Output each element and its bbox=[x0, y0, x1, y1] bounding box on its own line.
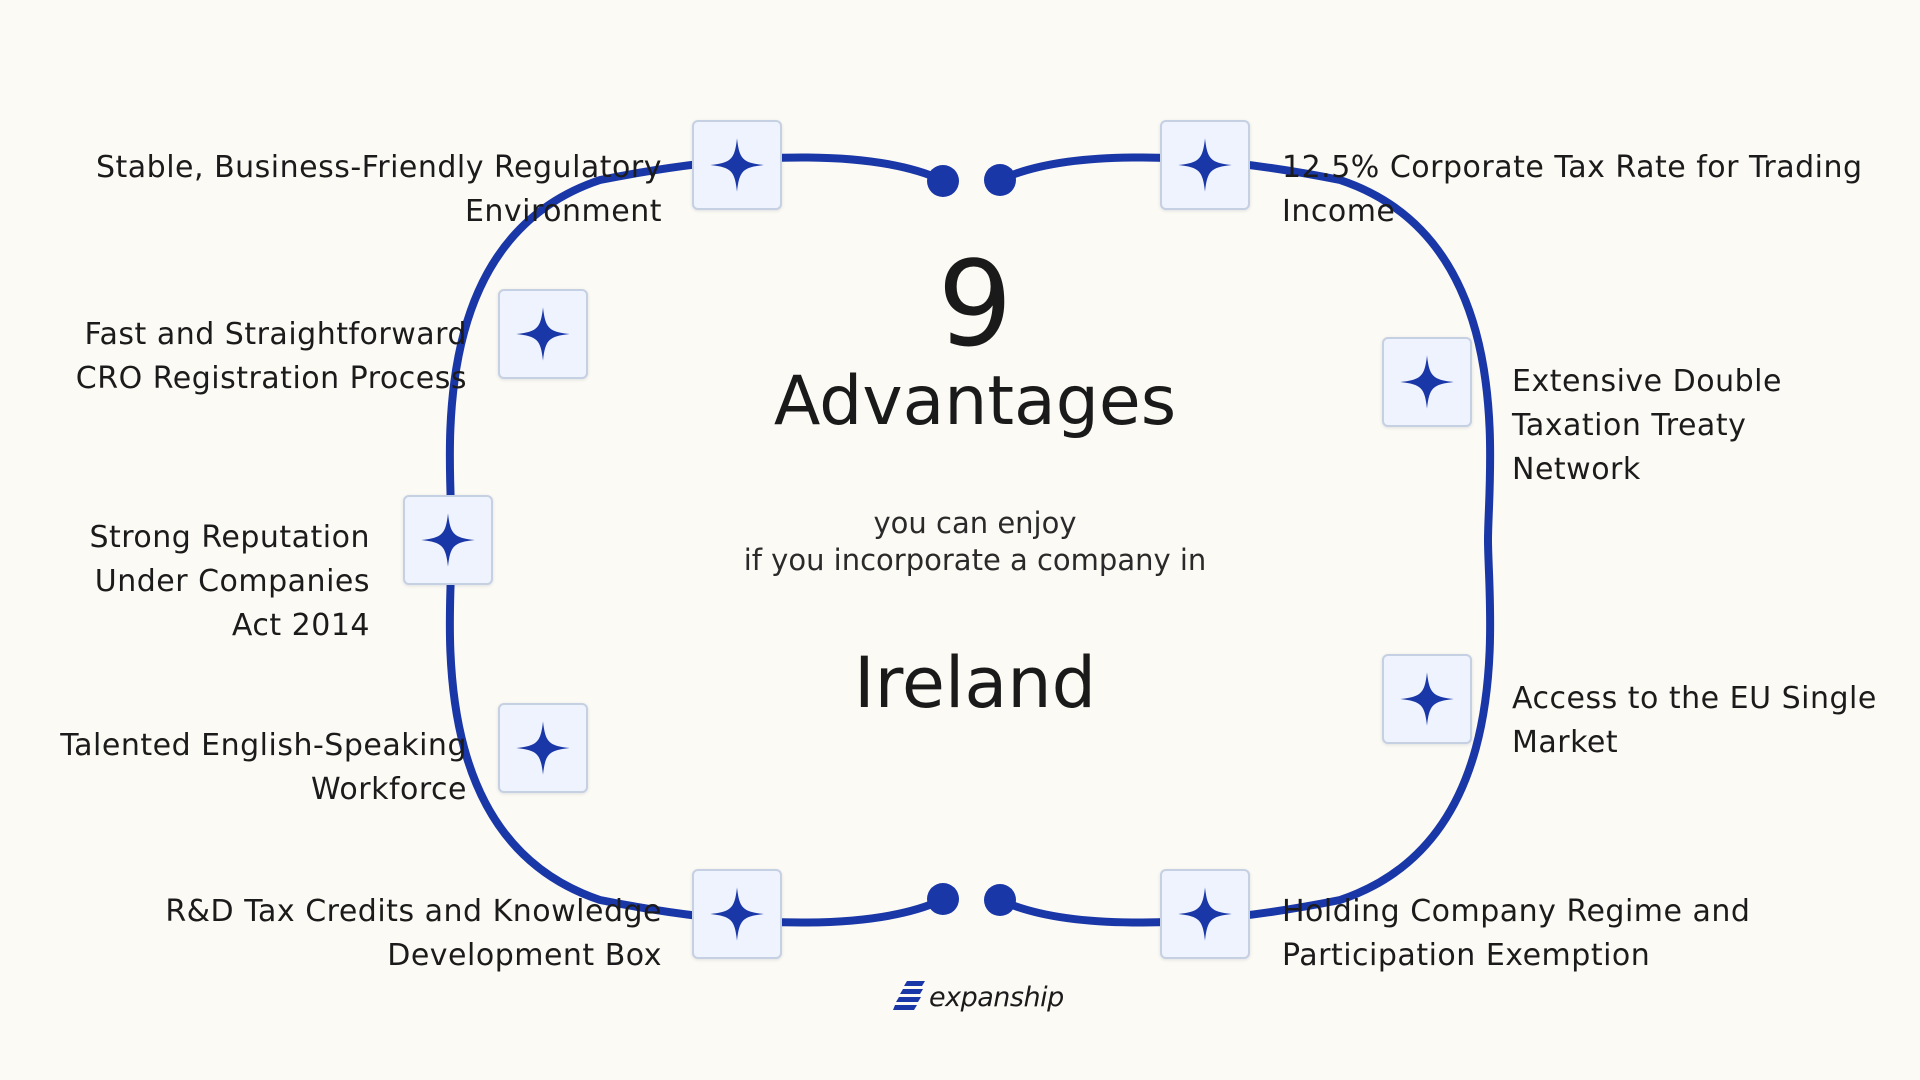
advantage-label-tax-rate: 12.5% Corporate Tax Rate for Trading Inc… bbox=[1282, 150, 1863, 229]
advantage-node-treaty bbox=[1382, 337, 1472, 427]
advantage-label-workforce: Talented English-Speaking Workforce bbox=[60, 728, 467, 807]
sparkle-icon bbox=[514, 305, 572, 363]
sparkle-icon bbox=[514, 719, 572, 777]
advantage-node-tax-rate bbox=[1160, 120, 1250, 210]
advantage-label-rnd: R&D Tax Credits and Knowledge Developmen… bbox=[165, 894, 662, 973]
expanship-logo-icon bbox=[893, 981, 925, 1010]
advantage-label-reputation: Strong Reputation Under Companies Act 20… bbox=[89, 520, 370, 643]
sparkle-icon bbox=[1398, 670, 1456, 728]
subtitle-line-1: you can enjoy bbox=[873, 506, 1077, 540]
advantage-label-regulatory: Stable, Business-Friendly Regulatory Env… bbox=[95, 150, 662, 229]
sparkle-icon bbox=[1176, 885, 1234, 943]
headline: Advantages bbox=[773, 362, 1177, 441]
ring-end-dot bbox=[927, 165, 959, 197]
advantage-node-holding bbox=[1160, 869, 1250, 959]
advantage-node-rnd bbox=[692, 869, 782, 959]
advantage-label-eu-market: Access to the EU Single Market bbox=[1512, 681, 1877, 760]
country-name: Ireland bbox=[853, 642, 1097, 724]
ring-end-dot bbox=[984, 164, 1016, 196]
advantage-label-treaty: Extensive Double Taxation Treaty Network bbox=[1512, 364, 1782, 487]
advantage-node-workforce bbox=[498, 703, 588, 793]
ring-end-dot bbox=[984, 884, 1016, 916]
sparkle-icon bbox=[708, 885, 766, 943]
subtitle-line-2: if you incorporate a company in bbox=[743, 543, 1207, 577]
advantage-count: 9 bbox=[937, 235, 1013, 373]
brand-logo: expanship bbox=[893, 975, 1064, 1019]
brand-name: expanship bbox=[929, 981, 1064, 1013]
advantage-label-holding: Holding Company Regime and Participation… bbox=[1282, 894, 1751, 973]
advantage-node-reputation bbox=[403, 495, 493, 585]
advantage-node-cro bbox=[498, 289, 588, 379]
advantage-label-cro: Fast and Straightforward CRO Registratio… bbox=[75, 317, 467, 396]
ring-end-dot bbox=[927, 883, 959, 915]
sparkle-icon bbox=[419, 511, 477, 569]
sparkle-icon bbox=[708, 136, 766, 194]
advantage-node-eu-market bbox=[1382, 654, 1472, 744]
advantage-node-regulatory bbox=[692, 120, 782, 210]
sparkle-icon bbox=[1398, 353, 1456, 411]
sparkle-icon bbox=[1176, 136, 1234, 194]
